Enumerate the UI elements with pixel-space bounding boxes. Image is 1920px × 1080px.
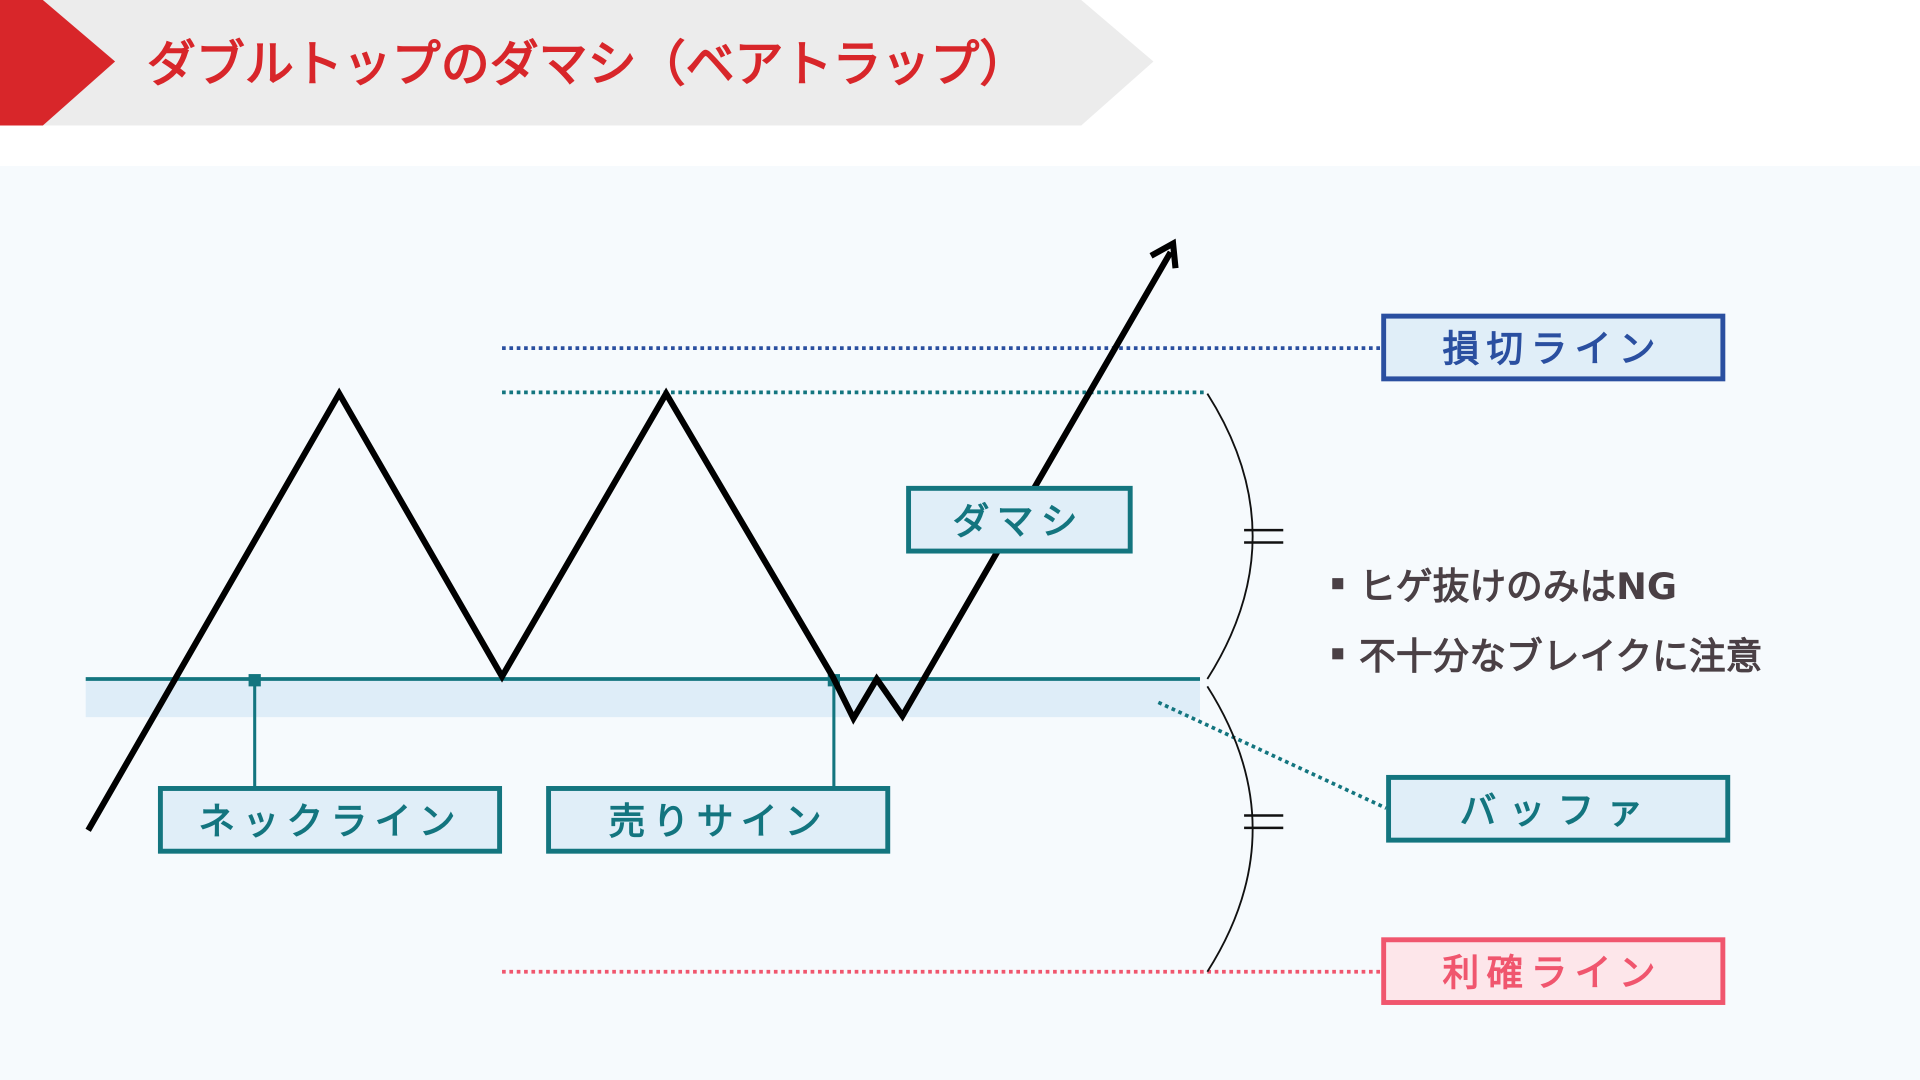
svg-text:ネックライン: ネックライン bbox=[198, 800, 462, 843]
neckline-marker bbox=[248, 674, 261, 687]
take-profit-label: 利確ライン bbox=[1381, 937, 1726, 1005]
svg-text:損切ライン: 損切ライン bbox=[1442, 328, 1662, 371]
svg-text:利確ライン: 利確ライン bbox=[1442, 951, 1662, 994]
sell-sign-label: 売りサイン bbox=[546, 786, 891, 854]
svg-text:売りサイン: 売りサイン bbox=[609, 800, 829, 843]
neckline-label: ネックライン bbox=[157, 786, 503, 854]
page-title: ダブルトップのダマシ（ベアトラップ） bbox=[147, 35, 1028, 93]
title-arrow-icon bbox=[0, 0, 116, 126]
title-banner bbox=[0, 0, 1154, 126]
note-2: 不十分なブレイクに注意 bbox=[1359, 635, 1762, 678]
equal-mark-icon bbox=[1244, 814, 1284, 830]
upper-brace bbox=[1206, 393, 1254, 680]
svg-text:ダマシ: ダマシ bbox=[953, 500, 1085, 543]
equal-mark-icon bbox=[1244, 528, 1284, 544]
buffer-label: バッファ bbox=[1386, 774, 1731, 843]
buffer-band bbox=[85, 680, 1201, 718]
note-1: ヒゲ抜けのみはNG bbox=[1359, 565, 1677, 608]
fake-label: ダマシ bbox=[906, 485, 1133, 554]
stop-loss-label: 損切ライン bbox=[1381, 313, 1726, 382]
arrow-head-icon bbox=[1149, 238, 1179, 269]
bullet-icon bbox=[1332, 578, 1344, 590]
bullet-icon bbox=[1332, 648, 1344, 660]
price-path bbox=[85, 250, 1174, 832]
buffer-pointer bbox=[1157, 700, 1387, 810]
svg-text:バッファ: バッファ bbox=[1460, 789, 1656, 832]
